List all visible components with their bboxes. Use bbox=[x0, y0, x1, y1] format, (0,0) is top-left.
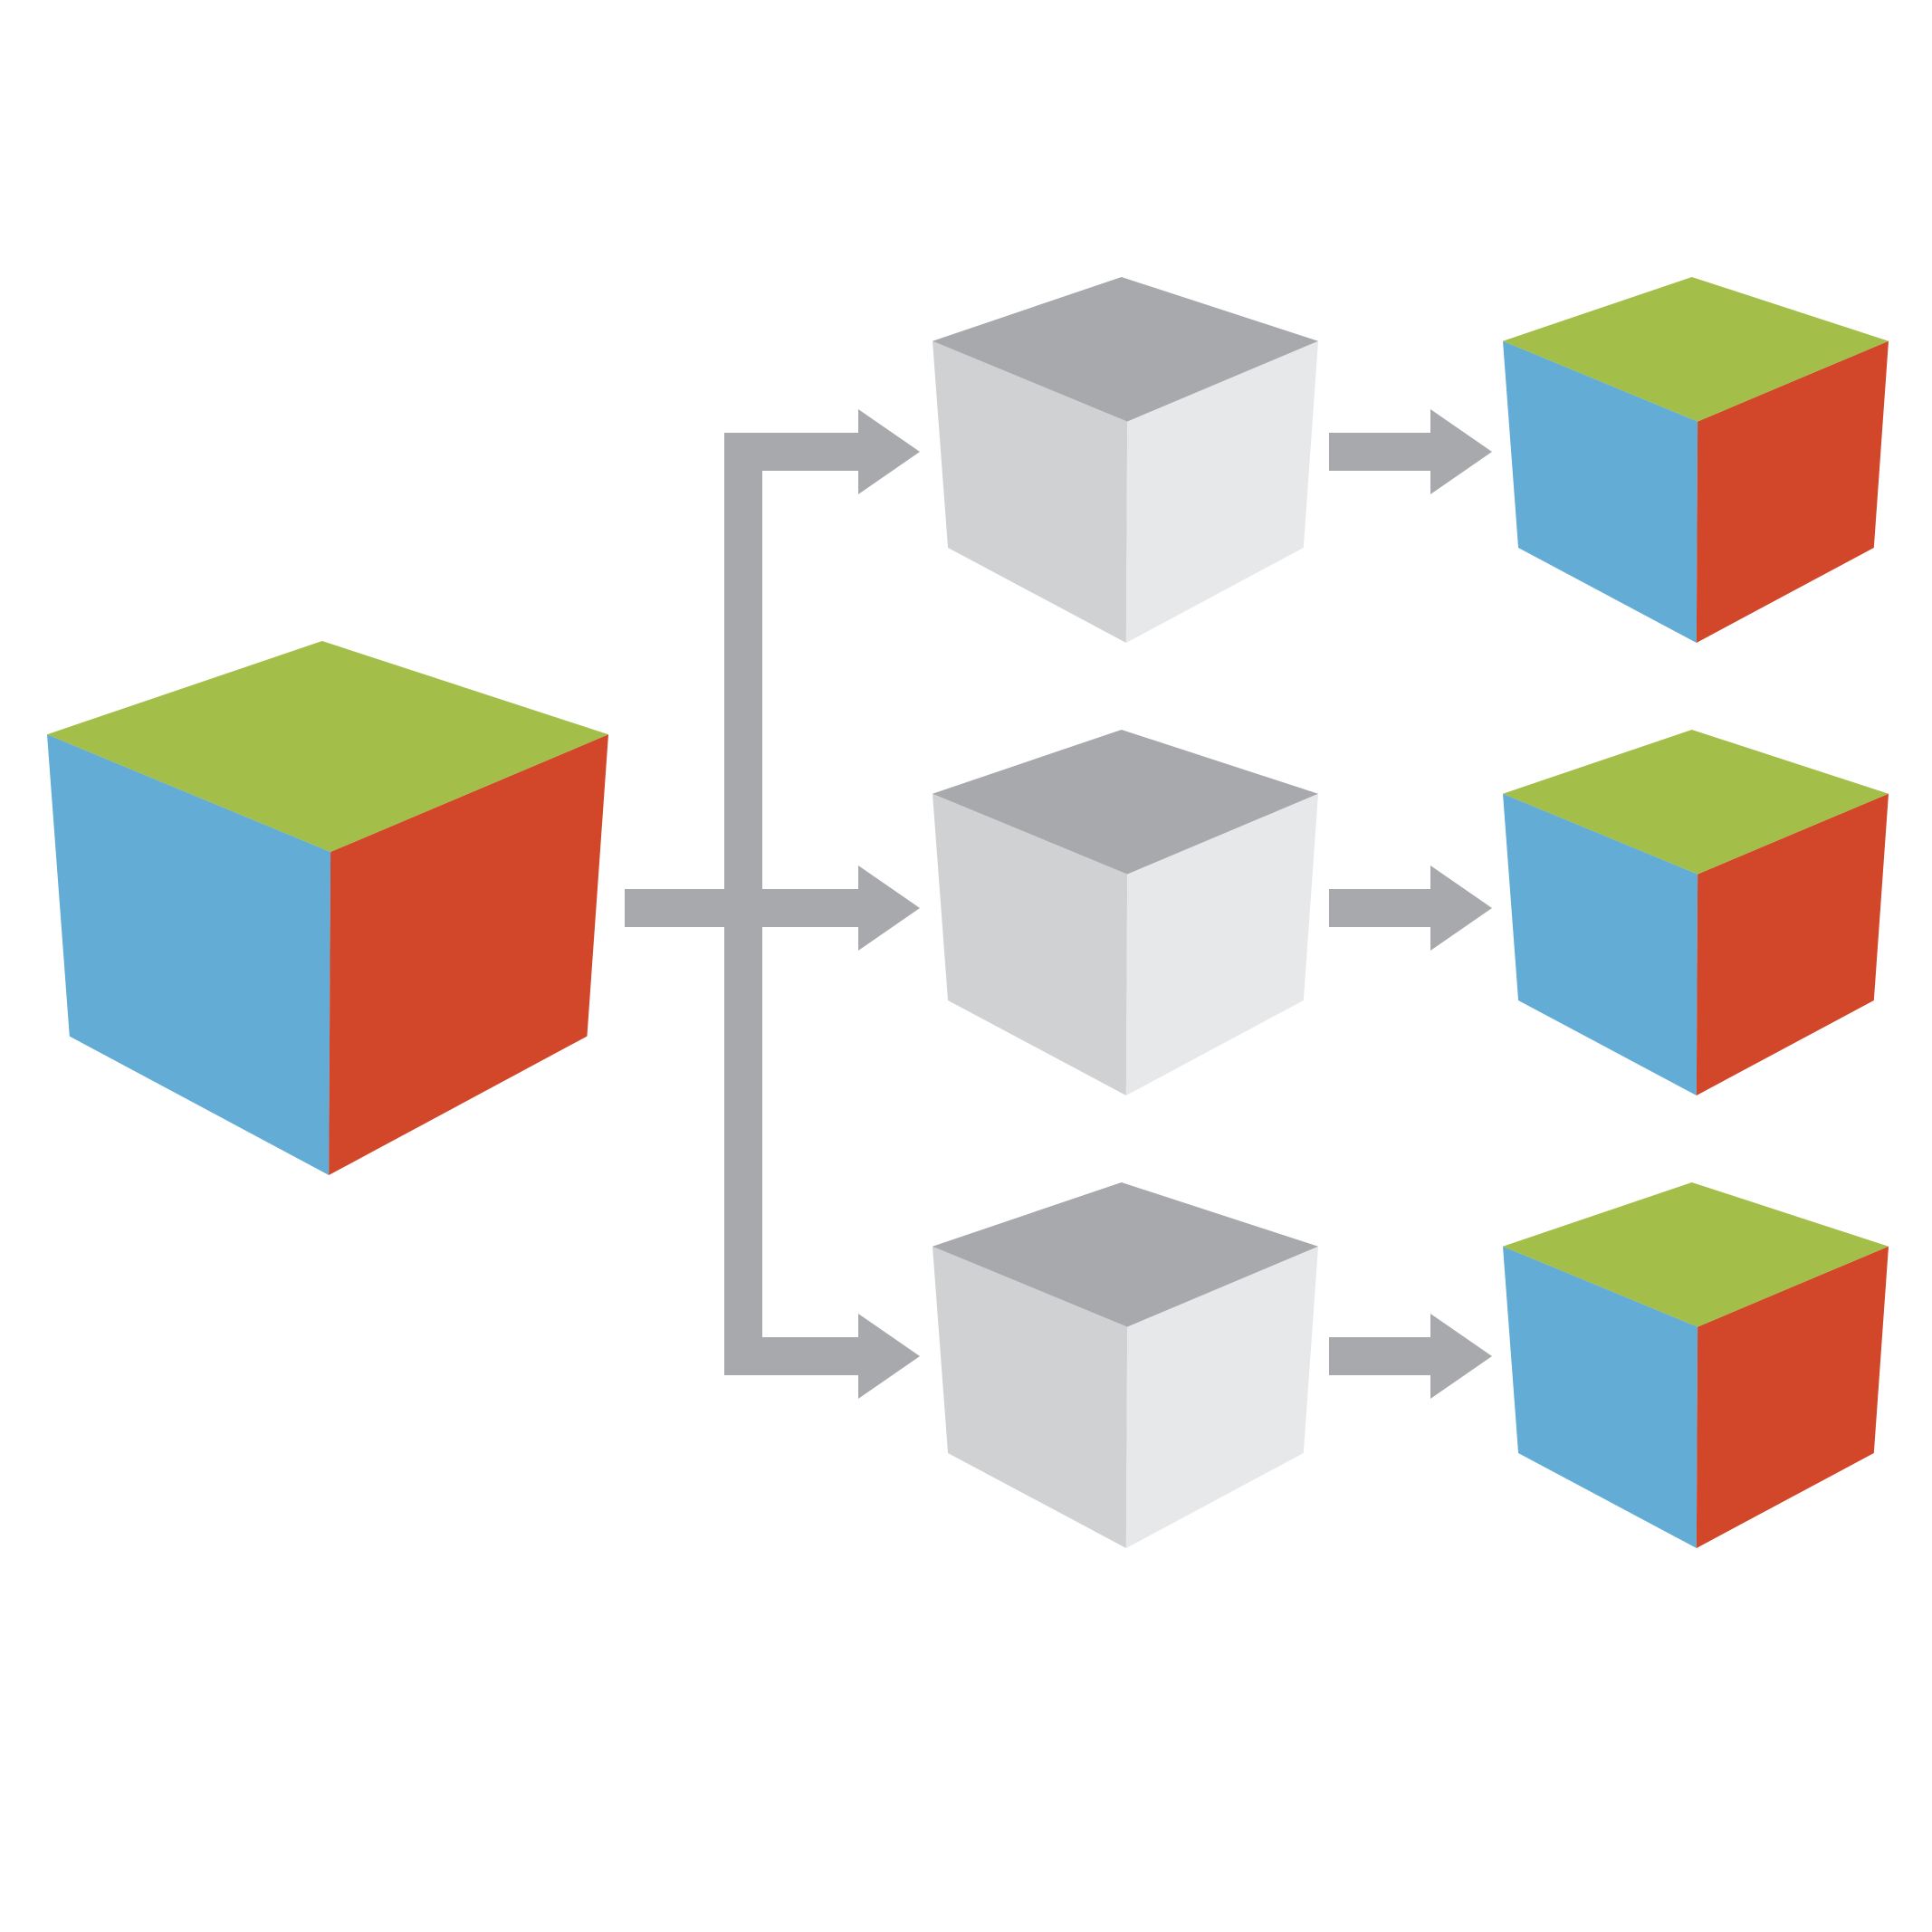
gray-cube-2-left-face bbox=[933, 793, 1128, 1095]
gray-cube-1-top-face bbox=[933, 277, 1318, 422]
color-cube-1 bbox=[1503, 277, 1889, 643]
cubes bbox=[47, 277, 1889, 1548]
color-cube-3 bbox=[1503, 1182, 1889, 1548]
color-cube-2 bbox=[1503, 730, 1889, 1095]
color-cube-3-left-face bbox=[1503, 1246, 1698, 1548]
gray-cube-3-right-face bbox=[1125, 1246, 1318, 1548]
gray-cube-3-left-face bbox=[933, 1246, 1128, 1548]
source-cube-left-face bbox=[47, 734, 331, 1175]
color-cube-2-right-face bbox=[1696, 793, 1889, 1095]
color-cube-2-left-face bbox=[1503, 793, 1698, 1095]
gray-cube-1-left-face bbox=[933, 340, 1128, 643]
gray-cube-1-right-face bbox=[1125, 340, 1318, 643]
color-cube-2-top-face bbox=[1503, 730, 1889, 875]
branch-arrow-1 bbox=[724, 409, 920, 494]
color-cube-3-top-face bbox=[1503, 1182, 1889, 1327]
connector-arrows bbox=[625, 409, 1492, 1399]
result-arrow-3 bbox=[1329, 1314, 1492, 1399]
gray-cube-2-top-face bbox=[933, 730, 1318, 875]
color-cube-1-right-face bbox=[1696, 340, 1889, 643]
branch-arrow-2 bbox=[724, 866, 920, 951]
color-cube-1-top-face bbox=[1503, 277, 1889, 422]
gray-cube-3 bbox=[933, 1182, 1318, 1548]
color-cube-3-right-face bbox=[1696, 1246, 1889, 1548]
source-cube bbox=[47, 641, 608, 1175]
result-arrow-2 bbox=[1329, 866, 1492, 951]
gray-cube-3-top-face bbox=[933, 1182, 1318, 1327]
result-arrow-1 bbox=[1329, 409, 1492, 494]
gray-cube-2 bbox=[933, 730, 1318, 1095]
source-cube-right-face bbox=[329, 734, 608, 1175]
branch-arrow-3 bbox=[724, 1314, 920, 1399]
gray-cube-2-right-face bbox=[1125, 793, 1318, 1095]
gray-cube-1 bbox=[933, 277, 1318, 643]
source-cube-top-face bbox=[47, 641, 608, 853]
color-cube-1-left-face bbox=[1503, 340, 1698, 643]
